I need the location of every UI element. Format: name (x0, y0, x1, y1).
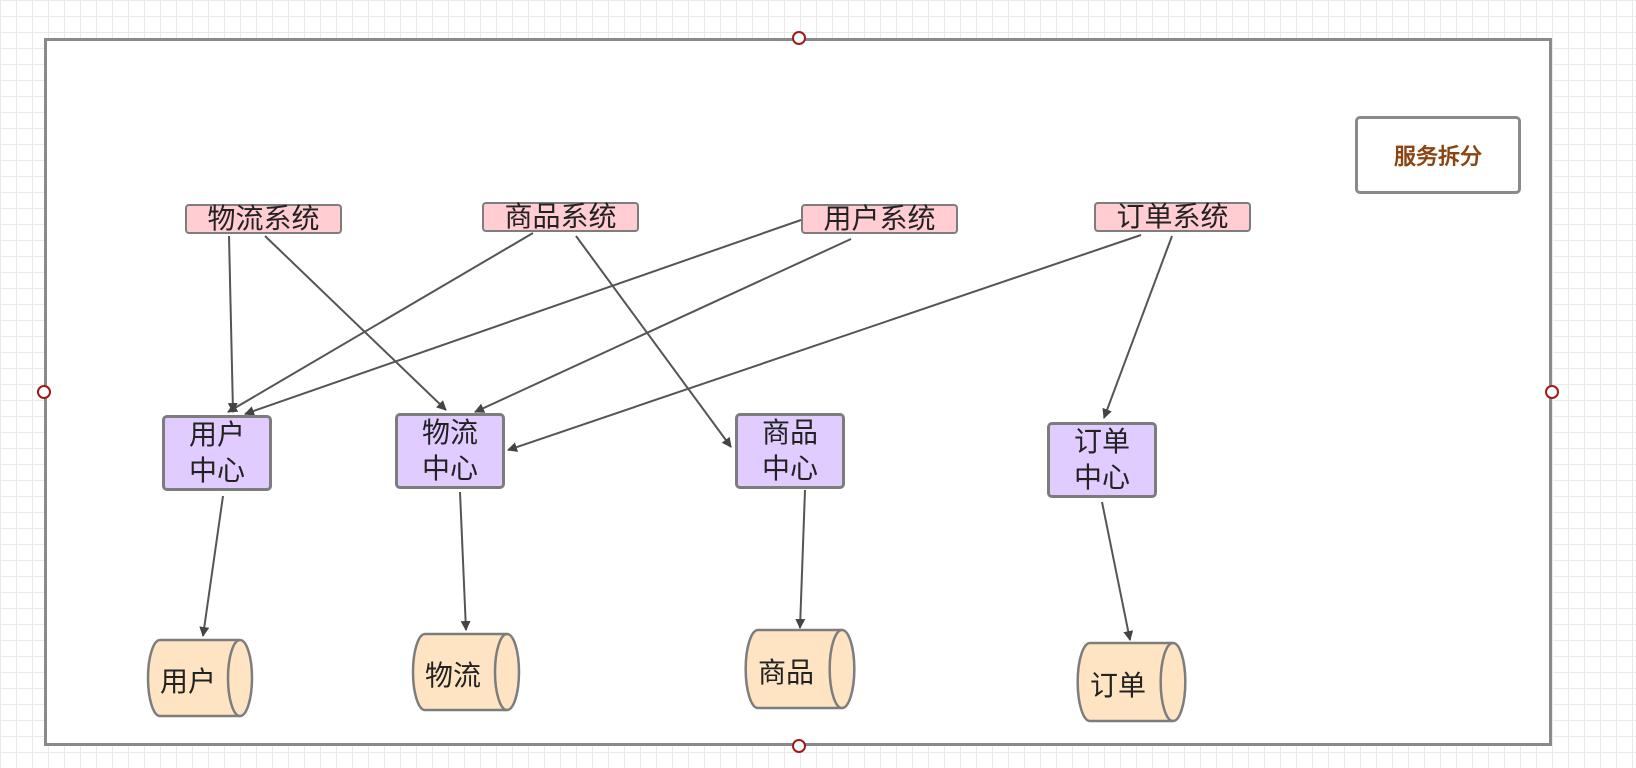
edge-goods-to-user-center[interactable] (227, 232, 534, 413)
node-user-center-line2: 中心 (188, 454, 245, 487)
database-label-logistics: 物流 (425, 659, 482, 692)
resize-handle-bottom[interactable] (792, 739, 806, 753)
database-cylinder-user[interactable] (146, 638, 254, 718)
node-order-center[interactable]: 订单 中心 (1047, 422, 1157, 498)
edge-user-center-to-user-db[interactable] (199, 495, 224, 637)
node-order-center-line1: 订单 (1073, 425, 1130, 458)
edge-logistics-to-user-center[interactable] (227, 235, 238, 413)
database-label-user: 用户 (160, 665, 217, 698)
edge-logistics-to-logistics-center[interactable] (264, 235, 447, 411)
database-label-goods: 商品 (758, 656, 815, 689)
node-logistics-center[interactable]: 物流 中心 (395, 413, 505, 489)
node-logistics-center-line2: 中心 (421, 452, 478, 485)
node-user-center-line1: 用户 (188, 418, 245, 451)
edge-user-to-logistics-center[interactable] (474, 238, 852, 413)
node-order-system-label: 订单系统 (1116, 200, 1229, 233)
edge-goods-to-goods-center[interactable] (575, 235, 732, 448)
node-user-system[interactable]: 用户系统 (801, 204, 958, 234)
node-user-system-label: 用户系统 (823, 202, 936, 235)
edge-user-to-user-center[interactable] (244, 219, 802, 416)
database-label-order: 订单 (1090, 669, 1147, 702)
node-order-system[interactable]: 订单系统 (1094, 202, 1251, 232)
node-goods-center[interactable]: 商品 中心 (735, 413, 845, 489)
database-cylinder-order[interactable] (1076, 641, 1187, 723)
node-logistics-center-line1: 物流 (421, 416, 478, 449)
resize-handle-right[interactable] (1545, 385, 1559, 399)
node-goods-system-label: 商品系统 (504, 200, 617, 233)
database-cylinder-goods[interactable] (744, 628, 856, 710)
node-goods-center-line1: 商品 (761, 416, 818, 449)
edge-goods-center-to-goods-db[interactable] (795, 489, 806, 629)
node-order-center-line2: 中心 (1073, 461, 1130, 494)
resize-handle-top[interactable] (792, 31, 806, 45)
edge-order-center-to-order-db[interactable] (1101, 501, 1134, 641)
diagram-title-badge-label: 服务拆分 (1393, 145, 1482, 170)
edge-order-to-logistics-center[interactable] (507, 234, 1142, 452)
edge-logistics-center-to-logistics-db[interactable] (459, 491, 471, 631)
node-user-center[interactable]: 用户 中心 (162, 415, 272, 491)
node-goods-center-line2: 中心 (761, 452, 818, 485)
edge-order-to-order-center[interactable] (1102, 235, 1173, 419)
resize-handle-left[interactable] (37, 385, 51, 399)
node-logistics-system[interactable]: 物流系统 (185, 204, 342, 234)
database-cylinder-logistics[interactable] (411, 632, 521, 712)
node-goods-system[interactable]: 商品系统 (482, 202, 639, 232)
node-logistics-system-label: 物流系统 (207, 202, 320, 235)
diagram-title-badge[interactable]: 服务拆分 (1355, 116, 1521, 194)
